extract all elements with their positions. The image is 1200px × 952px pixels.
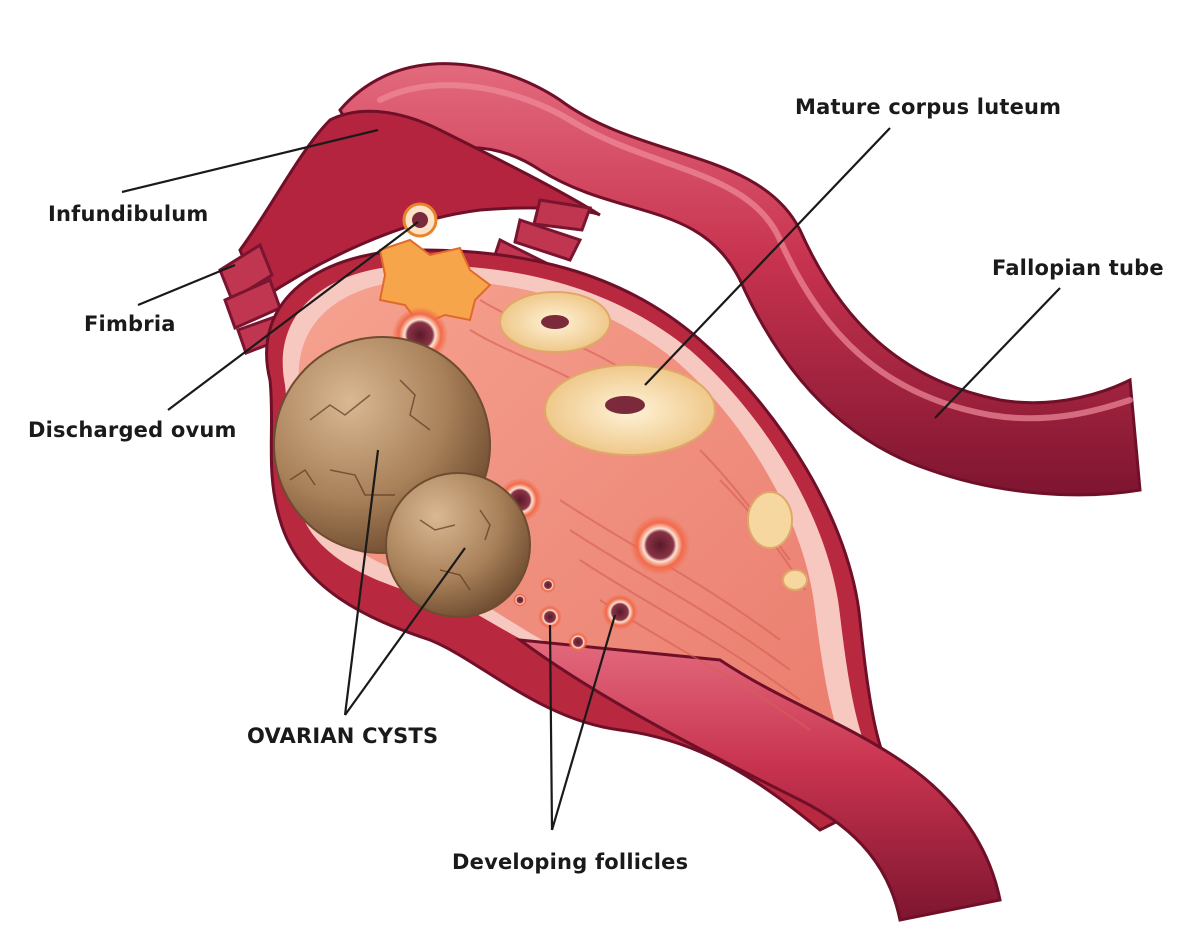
cyst-veins-large [289, 379, 431, 496]
corpus-albicans-small [782, 569, 808, 591]
developing-follicle-5 [513, 593, 527, 607]
label-fimbria: Fimbria [84, 312, 176, 336]
label-fallopian-tube: Fallopian tube [992, 256, 1164, 280]
leader-lines [121, 127, 1061, 831]
corpus-albicans [747, 491, 793, 549]
mature-corpus-luteum-core [605, 396, 645, 414]
leader-ovarian-cysts-1 [343, 449, 380, 716]
developing-follicle-2 [538, 605, 562, 629]
leader-mature-corpus-luteum [644, 127, 891, 386]
label-developing-follicles: Developing follicles [452, 850, 689, 874]
leader-fimbria [137, 263, 236, 307]
leader-discharged-ovum [167, 221, 419, 411]
developing-follicle-1 [602, 594, 638, 630]
corpus-luteum-small-core [541, 315, 569, 329]
leader-developing-follicles-2 [550, 614, 617, 831]
label-ovarian-cysts: OVARIAN CYSTS [247, 724, 439, 748]
leader-ovarian-cysts-2 [344, 547, 466, 716]
ovarian-stem [514, 637, 1002, 922]
label-infundibulum: Infundibulum [48, 202, 209, 226]
developing-follicle-4 [540, 577, 556, 593]
leader-developing-follicles-1 [548, 624, 554, 831]
leader-fallopian-tube [934, 287, 1061, 419]
fallopian-tube-highlight [377, 82, 1133, 422]
leader-infundibulum [121, 128, 379, 194]
ovulation-burst [378, 238, 492, 327]
label-discharged-ovum: Discharged ovum [28, 418, 237, 442]
developing-follicle-3 [568, 632, 588, 652]
fallopian-tube-shape [338, 62, 1142, 497]
follicle-middle [630, 515, 690, 575]
label-mature-corpus-luteum: Mature corpus luteum [795, 95, 1062, 119]
ovarian-cyst-small [385, 472, 531, 618]
